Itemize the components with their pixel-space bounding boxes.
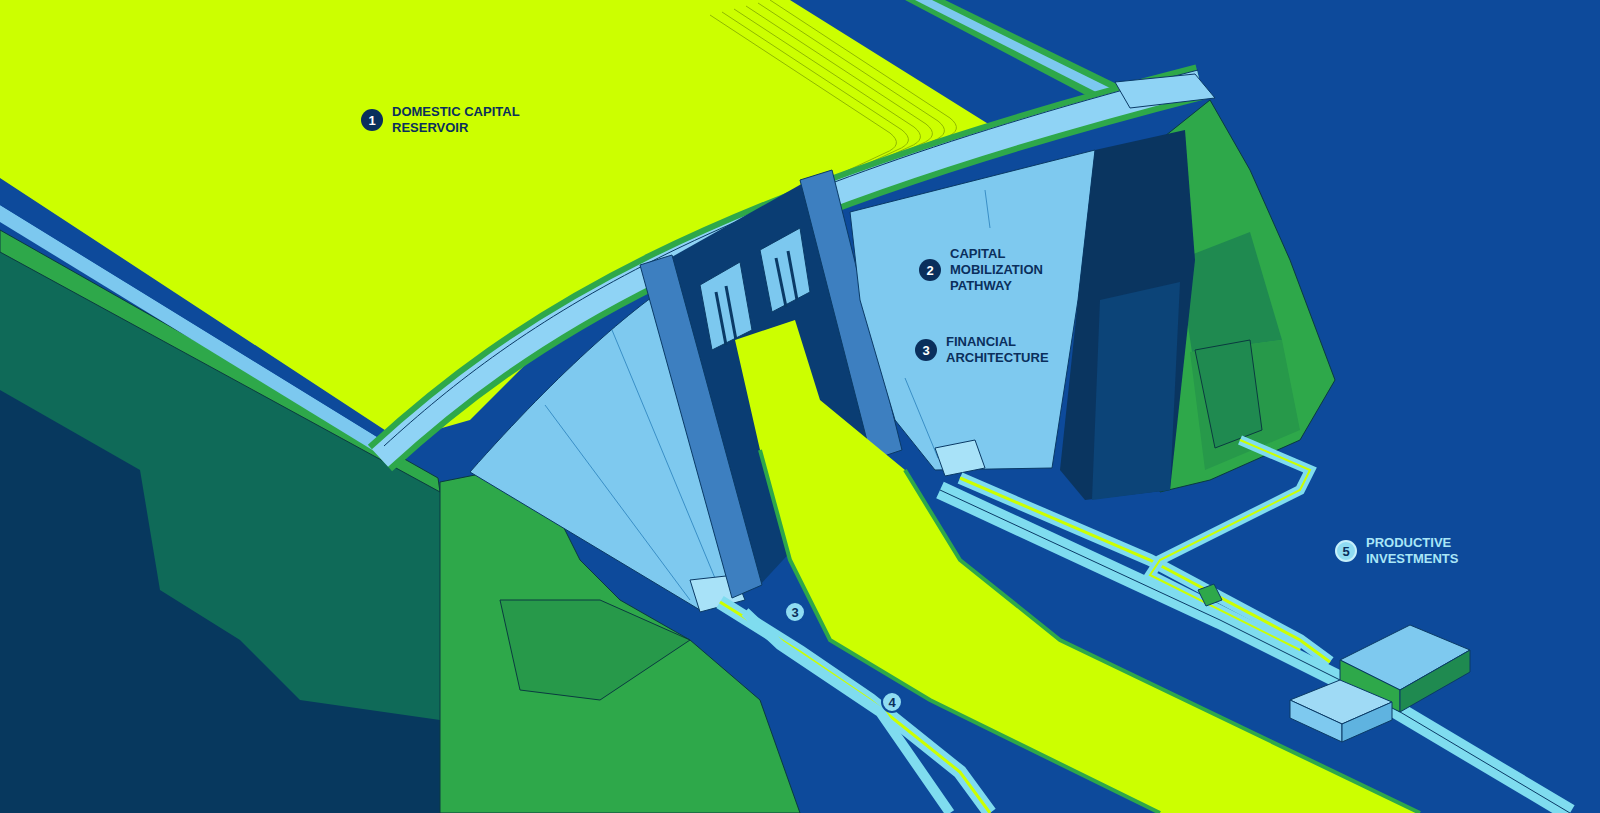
- left-embankment: [500, 600, 690, 700]
- callout-label: DOMESTIC CAPITAL RESERVOIR: [392, 104, 552, 136]
- spillway: [700, 262, 752, 350]
- rock-tower: [1060, 100, 1335, 500]
- callout-number: 3: [784, 601, 806, 623]
- rock-tower: [1190, 340, 1300, 470]
- spillway: [905, 470, 1420, 813]
- conduits: [745, 612, 950, 813]
- plant-buildings: [1342, 702, 1392, 742]
- top-road: [905, 0, 1125, 100]
- dam-right-face: [935, 440, 985, 476]
- dam-right-face: [905, 378, 938, 458]
- callout-number: 3: [915, 339, 937, 361]
- top-road: [915, 0, 1110, 93]
- dam-right-face: [850, 150, 1095, 470]
- callout-number: 1: [361, 109, 383, 131]
- dam-left-face: [545, 405, 690, 600]
- plant-buildings: [1290, 700, 1342, 742]
- callout-node: 1 DOMESTIC CAPITAL RESERVOIR: [361, 104, 552, 136]
- callout-node: 3: [784, 601, 806, 623]
- spillway: [640, 255, 762, 598]
- callout-label: CAPITAL MOBILIZATION PATHWAY: [950, 246, 1068, 294]
- conduits: [720, 440, 1570, 813]
- dam-right-face: [985, 190, 990, 228]
- callout-label: FINANCIAL ARCHITECTURE: [946, 334, 1064, 366]
- conduits: [1150, 440, 1310, 650]
- callout-number: 2: [919, 259, 941, 281]
- conduits: [720, 602, 990, 813]
- callout-node: 4: [881, 691, 903, 713]
- rock-tower: [1195, 340, 1262, 448]
- callout-number: 4: [881, 691, 903, 713]
- rock-tower: [1060, 130, 1195, 500]
- callout-node: 2 CAPITAL MOBILIZATION PATHWAY: [919, 246, 1068, 294]
- conduits: [1198, 584, 1222, 606]
- top-road: [905, 0, 1125, 100]
- callout-node: 3 FINANCIAL ARCHITECTURE: [915, 334, 1064, 366]
- spillway: [640, 170, 1420, 813]
- callout-node: 5 PRODUCTIVE INVESTMENTS: [1335, 535, 1484, 567]
- conduits: [940, 490, 1570, 813]
- rock-tower: [1092, 282, 1180, 500]
- dam-crest: [1115, 74, 1215, 108]
- plant-buildings: [1400, 650, 1470, 712]
- callout-number: 5: [1335, 540, 1357, 562]
- conduits: [1150, 440, 1310, 650]
- dam-right-face: [850, 150, 1095, 476]
- conduits: [940, 490, 1570, 813]
- callout-label: PRODUCTIVE INVESTMENTS: [1366, 535, 1484, 567]
- conduits: [720, 602, 990, 813]
- plant-buildings: [1290, 625, 1470, 742]
